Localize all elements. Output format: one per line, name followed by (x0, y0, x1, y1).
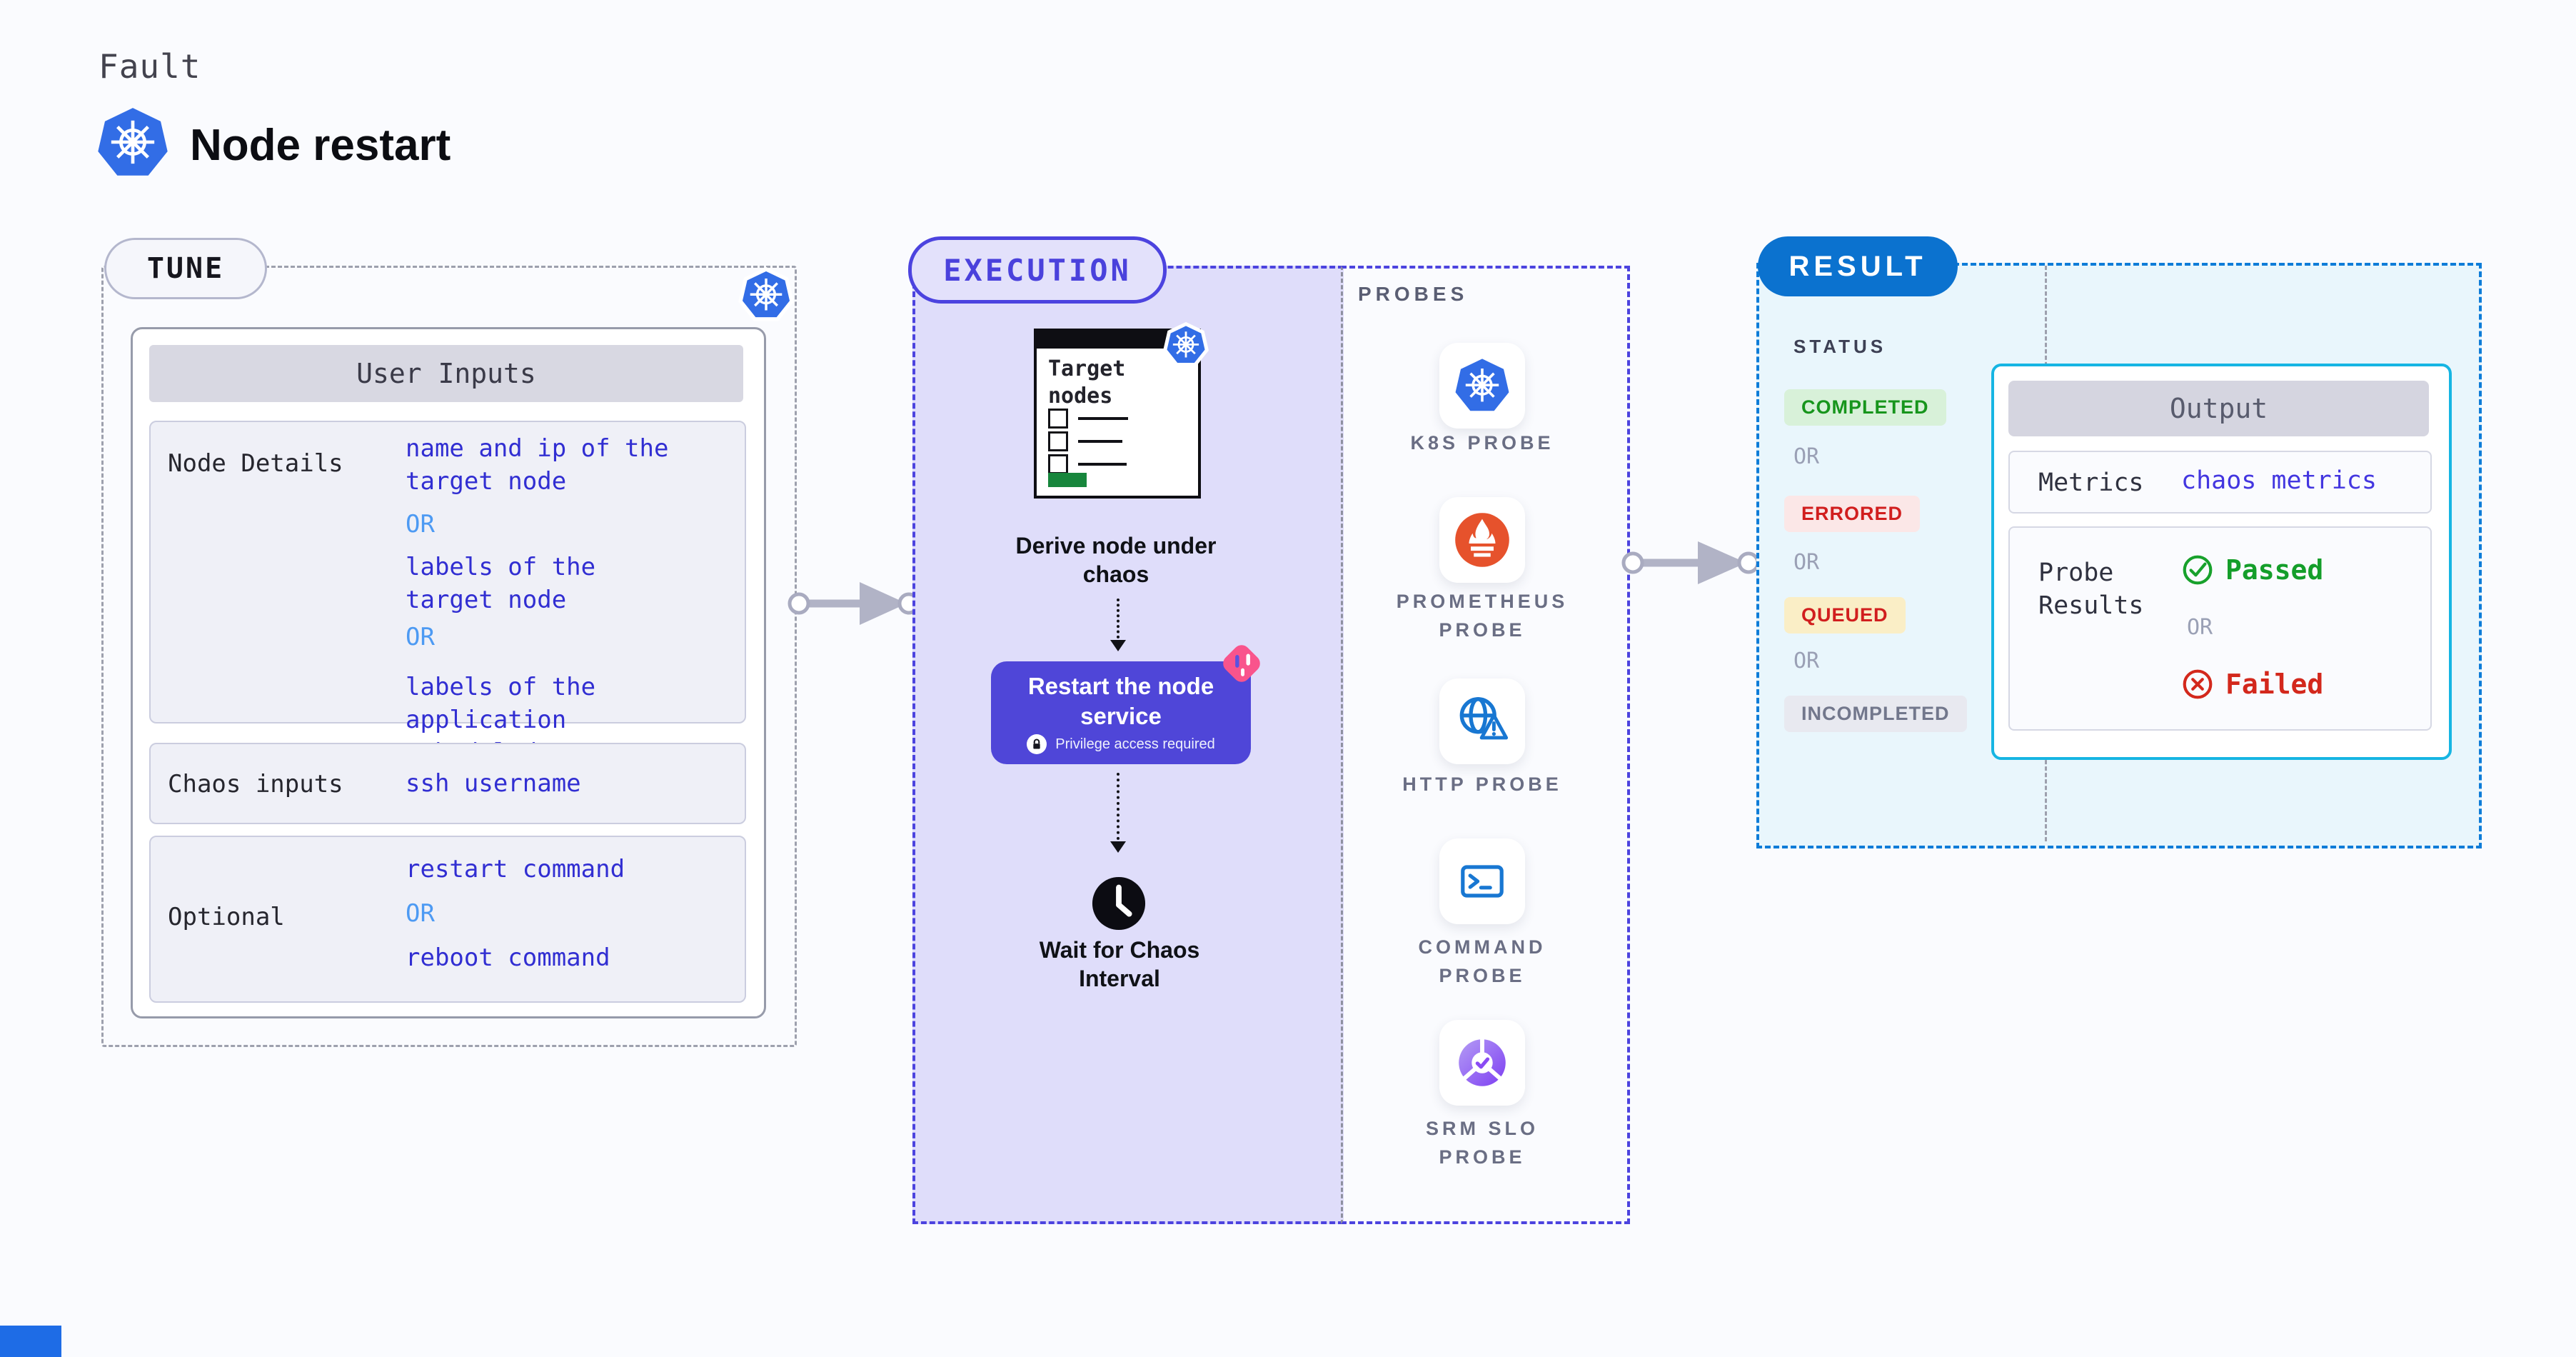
line-placeholder (1078, 463, 1127, 466)
http-globe-icon (1459, 697, 1509, 740)
probe-card-srm-slo (1439, 1020, 1525, 1106)
prometheus-icon (1455, 513, 1509, 567)
terminal-icon (1461, 865, 1504, 898)
tune-badge: TUNE (104, 238, 267, 299)
checkbox-icon (1048, 454, 1068, 474)
or-label: OR (1793, 550, 1820, 575)
user-inputs-header: User Inputs (149, 345, 743, 402)
passed-text: Passed (2225, 554, 2324, 586)
probe-card-prometheus (1439, 497, 1525, 583)
chaos-inputs-row: Chaos inputs ssh username (149, 743, 746, 824)
tune-section (101, 266, 797, 1047)
privilege-note: Privilege access required (991, 734, 1251, 754)
value-text: reboot command (406, 943, 610, 972)
dotted-connector (1117, 773, 1120, 840)
probe-card-http (1439, 678, 1525, 764)
kubernetes-icon (98, 108, 168, 176)
or-label: OR (406, 510, 435, 539)
or-label: OR (2187, 615, 2213, 640)
flow-arrow-right (1621, 541, 1760, 584)
probes-heading: PROBES (1358, 283, 1469, 305)
probe-results-label: Probe Results (2038, 559, 2144, 620)
arrow-down-icon (1110, 640, 1126, 651)
checkbox-row (1048, 454, 1127, 474)
restart-node-service-step: Restart the node service Privilege acces… (991, 661, 1251, 764)
probe-label-srm-slo: SRM SLO PROBE (1425, 1118, 1539, 1168)
status-heading: STATUS (1793, 336, 1887, 357)
bottom-left-blue-strip (0, 1326, 61, 1357)
probe-card-k8s (1439, 343, 1525, 429)
probe-results-row: Probe Results Passed OR Failed (2008, 526, 2432, 731)
line-placeholder (1078, 417, 1128, 420)
fault-kicker: Fault (99, 47, 201, 86)
checkbox-row (1048, 431, 1122, 451)
dotted-connector (1117, 599, 1120, 639)
value-text: labels of the target node (406, 553, 596, 614)
failed-text: Failed (2225, 669, 2324, 700)
probe-label-prometheus: PROMETHEUS PROBE (1396, 591, 1569, 641)
output-panel: Output Metrics chaos metrics Probe Resul… (1991, 364, 2452, 760)
page-title: Node restart (190, 121, 451, 170)
slo-donut-icon (1459, 1037, 1506, 1086)
checkbox-icon (1048, 409, 1068, 429)
or-label: OR (1793, 444, 1820, 469)
execution-badge: EXECUTION (908, 236, 1167, 304)
probe-result-failed: Failed (2181, 668, 2323, 701)
value-text: name and ip of the target node (406, 434, 669, 496)
restart-step-title: Restart the node service (1027, 673, 1214, 729)
optional-values: restart command OR reboot command (406, 853, 625, 974)
clock-icon (1092, 876, 1146, 931)
probe-label-http: HTTP PROBE (1402, 773, 1562, 795)
kubernetes-icon (1455, 359, 1509, 411)
flow-arrow-right (788, 582, 920, 625)
value-text: restart command (406, 855, 625, 883)
target-nodes-title: Target nodes (1048, 356, 1126, 409)
probe-label-command: COMMAND PROBE (1418, 936, 1546, 986)
node-details-row: Node Details name and ip of the target n… (149, 421, 746, 800)
chaos-inputs-label: Chaos inputs (168, 770, 343, 798)
status-badge-queued: QUEUED (1784, 597, 1906, 634)
output-header: Output (2008, 381, 2429, 436)
kubernetes-icon (738, 266, 794, 321)
privilege-note-text: Privilege access required (1055, 736, 1215, 752)
lock-icon (1027, 734, 1047, 754)
step-derive-node: Derive node under chaos (1015, 533, 1217, 587)
metrics-row: Metrics chaos metrics (2008, 451, 2432, 514)
or-label: OR (406, 899, 435, 928)
kubernetes-icon (1163, 321, 1209, 366)
arrow-down-icon (1110, 841, 1126, 853)
result-badge: RESULT (1758, 236, 1958, 296)
node-details-label: Node Details (168, 449, 343, 478)
status-badge-incompleted: INCOMPLETED (1784, 696, 1967, 732)
checkbox-row (1048, 409, 1128, 429)
metrics-value: chaos metrics (2181, 466, 2377, 495)
value-text: ssh username (406, 769, 581, 798)
step-wait-interval: Wait for Chaos Interval (1039, 937, 1200, 991)
status-badge-errored: ERRORED (1784, 496, 1921, 532)
metrics-label: Metrics (2038, 469, 2144, 497)
or-label: OR (1793, 649, 1820, 674)
checkbox-icon (1048, 431, 1068, 451)
green-bar (1048, 473, 1087, 487)
x-circle-icon (2183, 669, 2213, 699)
probe-label-k8s: K8S PROBE (1410, 432, 1554, 454)
or-label: OR (406, 623, 435, 651)
probe-result-passed: Passed (2181, 554, 2323, 586)
probe-card-command (1439, 838, 1525, 924)
probes-section (1341, 266, 1630, 1224)
line-placeholder (1078, 440, 1122, 443)
check-circle-icon (2183, 555, 2213, 585)
optional-label: Optional (168, 903, 285, 931)
status-badge-completed: COMPLETED (1784, 389, 1946, 426)
optional-row: Optional restart command OR reboot comma… (149, 836, 746, 1003)
chaos-badge-icon (1223, 645, 1260, 682)
